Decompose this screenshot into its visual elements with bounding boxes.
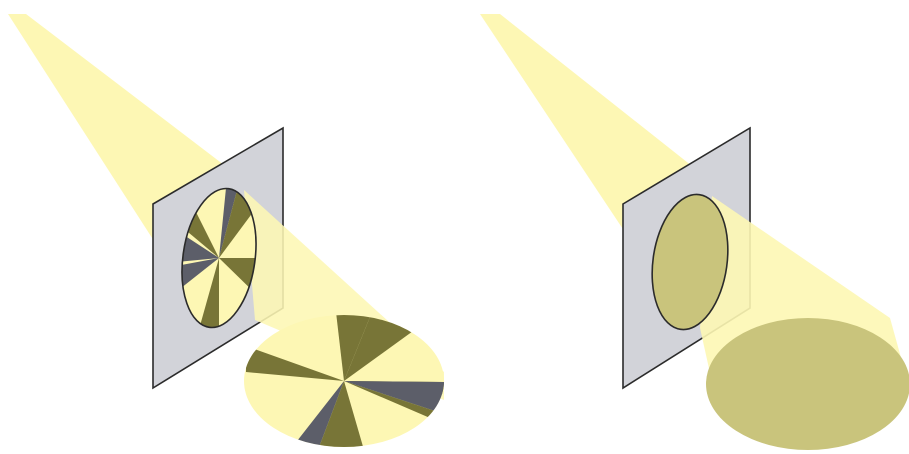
right-projected-disk — [706, 318, 909, 450]
left-scene — [8, 14, 444, 450]
left-projected-pattern — [244, 312, 444, 450]
right-scene — [480, 14, 909, 450]
